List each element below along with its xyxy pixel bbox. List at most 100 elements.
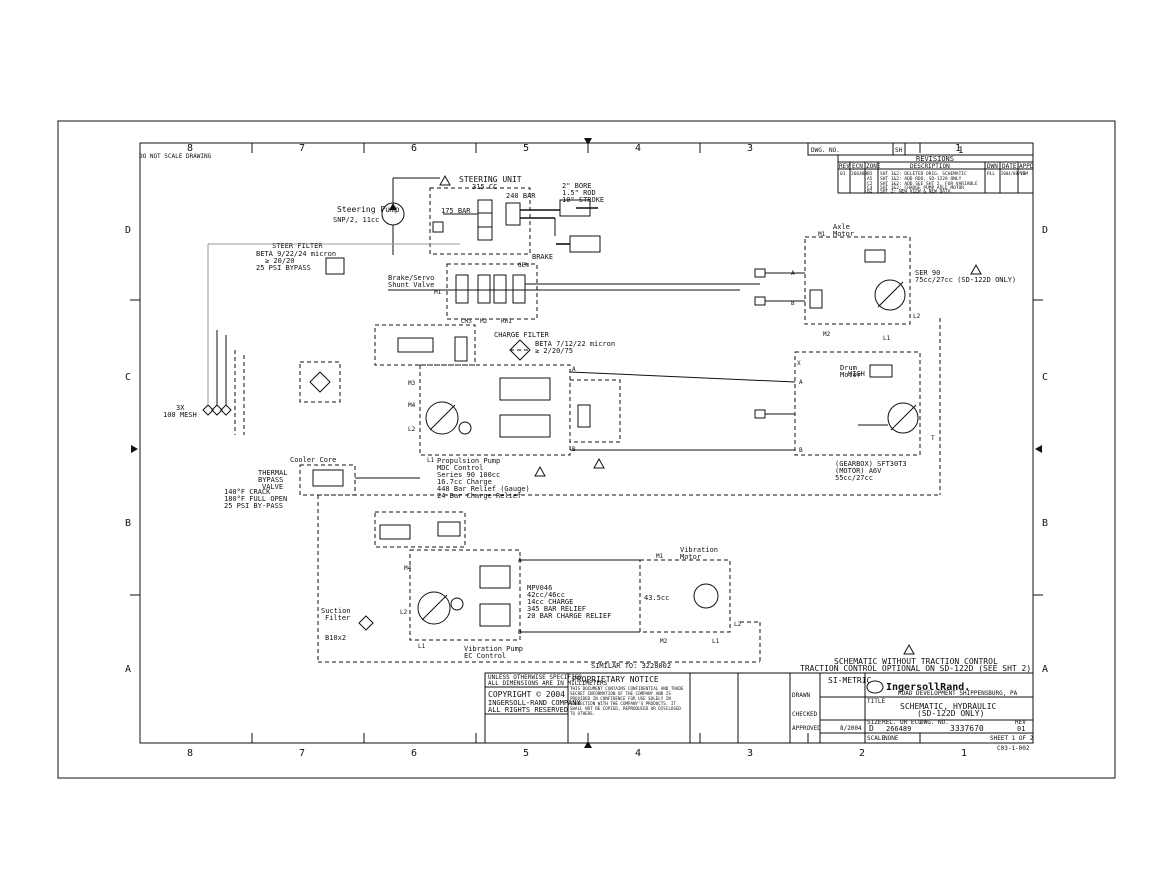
- title-block: UNLESS OTHERWISE SPECIFIED ALL DIMENSION…: [484, 672, 1034, 744]
- rev-cell: B2: [867, 189, 873, 195]
- rev-cell: B5: [867, 171, 873, 177]
- rev-header: DESCRIPTION: [910, 163, 950, 170]
- strainer-label-2: 100 MESH: [163, 411, 197, 419]
- thermal-bypass-valve: [312, 469, 344, 487]
- brake-port-m2: M2: [480, 318, 488, 325]
- drum-gearbox: (GEARBOX) SFT30T3: [835, 460, 907, 468]
- rev-cell: C4: [867, 185, 873, 191]
- rev-header: ECN: [852, 163, 863, 170]
- title-label: TITLE: [867, 698, 885, 705]
- vib-pump-title: Vibration Pump: [464, 645, 523, 653]
- brake-cylinder: [754, 296, 766, 306]
- axle-port-l1: L1: [883, 335, 891, 342]
- vib-motor-l2: L2: [734, 621, 742, 628]
- do-not-scale-note: DO NOT SCALE DRAWING: [139, 153, 212, 160]
- brake-valve-box: [446, 263, 538, 320]
- col-label: 5: [523, 143, 529, 154]
- sh-value: 1: [958, 146, 963, 156]
- rev-cell: SHT 1&2: CHARGE PUMP AXLE MOTOR: [880, 185, 964, 191]
- brake-port-gen: GEN: [518, 262, 529, 269]
- propel-charge: 16.7cc Charge: [437, 478, 492, 486]
- rev-cell: VSM: [1020, 171, 1028, 177]
- col-label: 7: [299, 143, 305, 154]
- vib-charge: 14cc CHARGE: [527, 598, 573, 606]
- top-center-arrow-icon: [584, 138, 592, 145]
- vib-motor-subtitle: Motor: [680, 553, 701, 561]
- rev-header: DATE: [1002, 163, 1017, 170]
- propel-control: MDC Control: [437, 464, 483, 472]
- row-label: B: [125, 518, 131, 529]
- relief-240: 240 BAR: [506, 192, 536, 200]
- size-label: SIZE: [867, 719, 882, 726]
- drum-motor-section: Drum Motor HIGH X A B T (GEARBOX) SFT30T…: [754, 351, 935, 482]
- propel-relief: 448 Bar Relief (Gauge): [437, 485, 530, 493]
- rev-cell: PLL: [987, 171, 995, 177]
- charge-filter-beta: BETA 7/12/22 micron: [535, 340, 615, 348]
- unless-2: ALL DIMENSIONS ARE IN MILLIMETERS: [488, 680, 608, 687]
- steering-pump-label: Steering Pump: [337, 205, 400, 214]
- steer-filter-bypass: 25 PSI BYPASS: [256, 264, 311, 272]
- cooler-spec-1: 140°F CRACK: [224, 488, 271, 496]
- copyright: COPYRIGHT © 2004: [488, 690, 565, 699]
- vib-motor-m2: M2: [660, 638, 668, 645]
- vib-port-m4: M4: [404, 565, 412, 572]
- propel-series: Series 90 100cc: [437, 471, 500, 479]
- rev-header: DWN: [987, 163, 998, 170]
- axle-port-m1: M1: [818, 231, 826, 238]
- steering-unit-title: STEERING UNIT: [459, 175, 522, 184]
- strainer-label-1: 3X: [176, 404, 185, 412]
- propulsion-pump-section: Propulsion Pump MDC Control Series 90 10…: [374, 324, 796, 500]
- propel-charge-relief: 24 Bar Charge Relief: [437, 492, 521, 500]
- top-column-ticks: [130, 143, 1043, 743]
- cyl-bore: 2" BORE: [562, 182, 592, 190]
- sh-label: SH: [895, 147, 903, 154]
- checked-label: CHECKED: [792, 711, 818, 718]
- row-label: C: [125, 372, 131, 383]
- row-label: A: [125, 664, 131, 675]
- cooler-spec-3: 25 PSI BY-PASS: [224, 502, 283, 510]
- col-label: 3: [747, 143, 753, 154]
- vib-motor-box: [639, 559, 731, 633]
- row-label: C: [1042, 372, 1048, 383]
- approved-label: APPROVED: [792, 725, 821, 732]
- company: INGERSOLL-RAND COMPANY: [488, 699, 582, 707]
- charge-filter-ratio: ≥ 2/20/75: [535, 347, 573, 355]
- axle-port-b: B: [791, 300, 795, 307]
- column-labels-bottom: 8 7 6 5 4 3 2 1: [187, 748, 967, 759]
- propel-pump-box: [419, 364, 571, 456]
- dwg-label: DWG. NO.: [920, 719, 949, 726]
- warning-triangle-icon: [439, 174, 451, 186]
- scale-label: SCALE: [867, 735, 885, 742]
- steering-section: Steering Pump SNP/2, 11cc STEERING UNIT …: [208, 174, 604, 275]
- rev-cell: 2004/08/18: [1001, 171, 1026, 176]
- cooler-title: Cooler Core: [290, 456, 336, 464]
- bottom-center-arrow-icon: [584, 741, 592, 748]
- rel-value: 266489: [886, 725, 911, 733]
- scale-value: NONE: [884, 735, 899, 742]
- rev-cell: 01: [840, 171, 846, 177]
- brake-port-rr1: RR1: [501, 318, 512, 325]
- steering-unit-cc: 315 CC: [472, 183, 497, 191]
- drum-motor-title: Drum: [840, 364, 857, 372]
- col-label: 1: [955, 143, 961, 154]
- axle-motor-title: Axle: [833, 223, 850, 231]
- dwg-number: 3337670: [950, 724, 984, 733]
- vib-charge-relief: 20 BAR CHARGE RELIEF: [527, 612, 611, 620]
- rev-cell: A5: [867, 176, 873, 182]
- strainer-section: 3X 100 MESH: [163, 244, 341, 435]
- propel-title: Propulsion Pump: [437, 457, 500, 465]
- vib-motor-l1: L1: [712, 638, 720, 645]
- drum-port-x: X: [797, 360, 801, 367]
- col-label: 2: [859, 748, 865, 759]
- si-metric: SI-METRIC: [828, 676, 872, 685]
- cooler-valve-1: THERMAL: [258, 469, 288, 477]
- axle-spec-2: 75cc/27cc (SD-122D ONLY): [915, 276, 1016, 284]
- vib-motor-disp: 43.5cc: [644, 594, 669, 602]
- axle-motor-section: Axle Motor M1 M2 L1 L2 SER 90 75cc/27cc …: [754, 223, 1016, 342]
- cooler-section: Cooler Core THERMAL BYPASS VALVE 140°F C…: [224, 318, 941, 510]
- notes: SIMILAR TO: 3228002 SCHEMATIC WITHOUT TR…: [591, 643, 1031, 673]
- rev-header: APPD: [1019, 163, 1034, 170]
- drum-motor-model: (MOTOR) A6V: [835, 467, 882, 475]
- axle-port-l2: L2: [913, 313, 921, 320]
